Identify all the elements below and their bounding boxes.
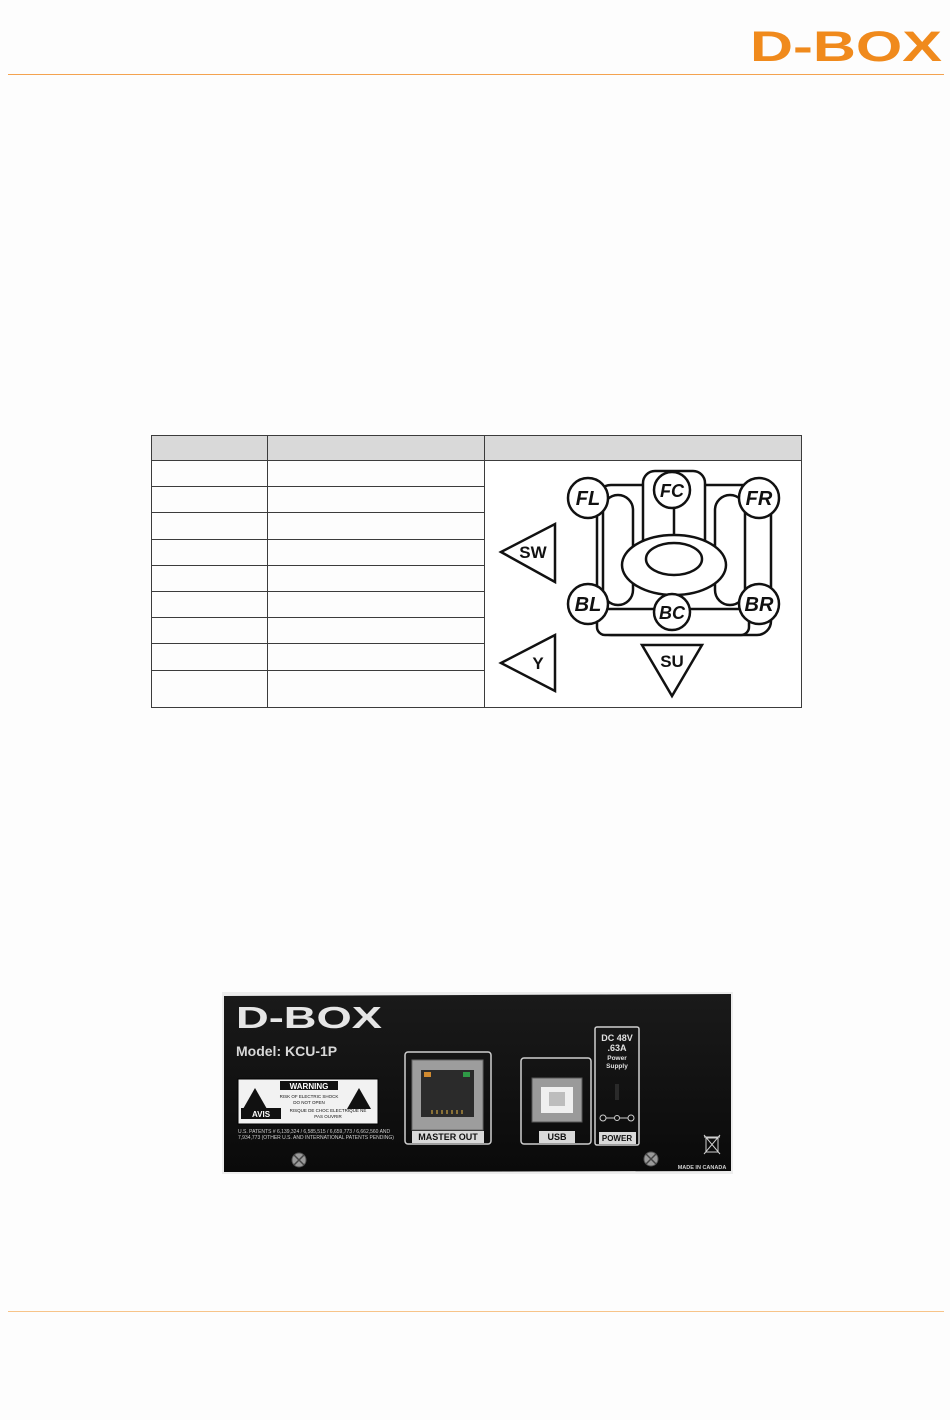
shock-warning-icon [243,1088,267,1109]
bc-label: BC [659,603,686,623]
screw-icon [643,1151,659,1167]
su-label: SU [660,652,684,671]
table-cell [267,512,485,540]
table-cell [267,669,485,709]
actuator-bc: BC [652,592,692,632]
avis-line2: PAS OUVRIR [314,1114,342,1119]
table-cell [151,669,268,709]
patents-line2: 7,934,773 (OTHER U.S. AND INTERNATIONAL … [238,1135,394,1141]
table-cell [267,564,485,593]
table-row [151,564,802,593]
fl-label: FL [576,488,600,510]
dc-line1: DC 48V [601,1033,633,1043]
dc-line4: Supply [606,1063,628,1070]
sway-arrow: SW [498,521,557,585]
table-row [151,643,802,671]
table-cell [267,591,485,619]
table-cell [151,486,268,514]
weee-bin-icon [703,1134,721,1155]
screw-icon [291,1152,307,1168]
table-row [151,669,802,709]
table-cell [151,564,268,593]
br-label: BR [745,594,774,616]
seat-diagram: FL FC FR BL [498,469,781,699]
table-row [151,591,802,619]
table-cell [267,617,485,645]
kcu-rear-panel: D-BOX Model: KCU-1P WARNING RISK OF ELEC… [222,992,733,1174]
seat-diagram-cell: FL FC FR BL [484,460,802,708]
table-cell [151,459,268,488]
footer-rule [8,1311,944,1312]
table-header-cell [151,435,268,461]
table-cell [151,643,268,671]
rj45-socket-icon [421,1070,474,1117]
table-row [151,512,802,540]
made-in-label: MADE IN CANADA [678,1165,727,1171]
actuator-br: BR [737,582,781,626]
master-out-port[interactable]: MASTER OUT [404,1051,492,1145]
power-label: POWER [602,1134,632,1143]
table-row [151,486,802,514]
y-label: Y [532,654,544,673]
table-cell [267,538,485,566]
panel-model: Model: KCU-1P [236,1043,337,1059]
avis-line1: RISQUE DE CHOC ELECTRIQUE NE [290,1108,367,1113]
master-out-label: MASTER OUT [418,1132,478,1142]
power-port[interactable]: DC 48V .63A Power Supply POWER [594,1026,640,1146]
channel-table: FL FC FR BL [151,435,802,709]
table-header-cell [484,435,802,461]
warning-line1: RISK OF ELECTRIC SHOCK [280,1094,339,1099]
table-cell [267,459,485,488]
table-cell [151,538,268,566]
table-cell [151,512,268,540]
yaw-arrow: Y [498,632,557,694]
actuator-fc: FC [652,470,692,510]
surge-arrow: SU [639,643,705,699]
warning-title: WARNING [290,1082,329,1091]
warning-line2: DO NOT OPEN [293,1100,324,1105]
header-rule [8,74,944,75]
avis-label: AVIS [252,1110,271,1119]
actuator-fl: FL [566,476,610,520]
power-jack-icon [615,1084,619,1100]
table-row: FL FC FR BL [151,459,802,708]
table-header-cell [267,435,485,461]
caution-warning-icon [347,1088,371,1109]
table-cell [151,617,268,645]
d-box-logo: D-BOX [750,26,942,66]
panel-brand: D-BOX [236,1000,382,1035]
seat-cushion-inner [644,541,704,577]
actuator-fr: FR [737,476,781,520]
patents-line1: U.S. PATENTS # 6,139,324 / 6,585,515 / 6… [238,1129,391,1135]
fc-label: FC [660,481,685,501]
usb-label: USB [547,1132,567,1142]
warning-label: WARNING RISK OF ELECTRIC SHOCK DO NOT OP… [237,1078,379,1125]
table-cell [267,486,485,514]
table-cell [151,591,268,619]
actuator-bl: BL [566,582,610,626]
bl-label: BL [575,594,602,616]
table-cell [267,643,485,671]
fr-label: FR [746,488,773,510]
usb-port[interactable]: USB [520,1057,592,1145]
table-header-row [151,435,802,461]
dc-line2: .63A [607,1043,627,1053]
table-row [151,538,802,566]
sw-label: SW [519,543,547,562]
dc-line3: Power [607,1055,627,1062]
logo-text: D-BOX [750,26,942,66]
